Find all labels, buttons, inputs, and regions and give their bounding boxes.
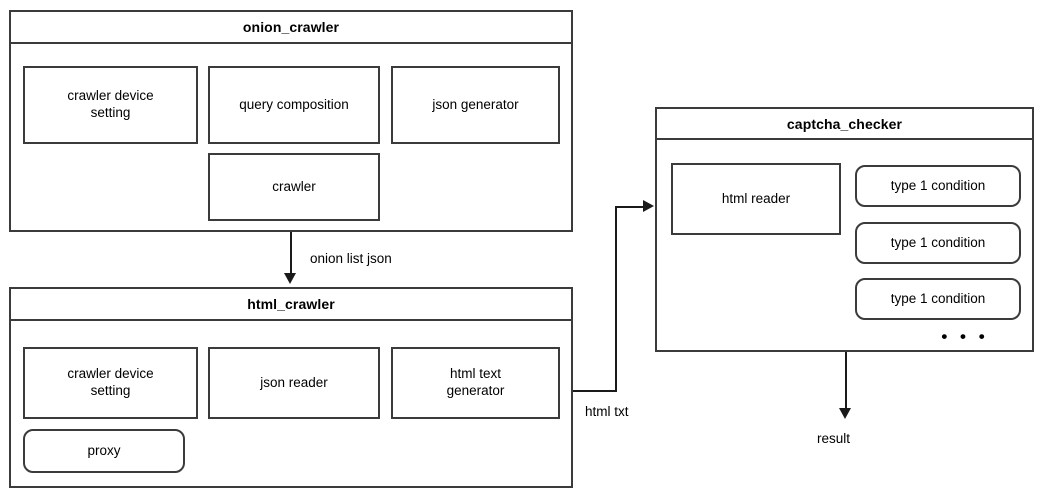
condition-list-ellipsis: • • • <box>941 327 989 346</box>
edge-html-to-captcha-segment-up <box>615 206 617 392</box>
node-json-reader[interactable]: json reader <box>208 347 380 419</box>
edge-captcha-to-result-label: result <box>817 431 851 446</box>
edge-html-to-captcha-arrowhead <box>643 200 654 212</box>
edge-captcha-to-result-line <box>845 352 847 409</box>
module-captcha-checker-header: captcha_checker <box>657 109 1032 140</box>
module-onion-crawler-body: crawler device setting query composition… <box>11 44 571 230</box>
node-html-text-generator[interactable]: html text generator <box>391 347 560 419</box>
edge-onion-to-html-arrowhead <box>284 273 296 284</box>
edge-onion-to-html-label: onion list json <box>310 251 392 266</box>
node-html-reader[interactable]: html reader <box>671 163 841 235</box>
node-crawler[interactable]: crawler <box>208 153 380 221</box>
edge-html-to-captcha-segment-in <box>615 206 645 208</box>
node-type-1-condition-2[interactable]: type 1 condition <box>855 222 1021 264</box>
node-crawler-device-setting-onion[interactable]: crawler device setting <box>23 66 198 144</box>
edge-onion-to-html-line <box>290 232 292 273</box>
module-html-crawler[interactable]: html_crawler crawler device setting json… <box>9 287 573 488</box>
node-crawler-device-setting-html[interactable]: crawler device setting <box>23 347 198 419</box>
module-captcha-checker-body: html reader type 1 condition type 1 cond… <box>657 140 1032 350</box>
edge-html-to-captcha-label: html txt <box>585 404 629 419</box>
edge-captcha-to-result-arrowhead <box>839 408 851 419</box>
module-html-crawler-body: crawler device setting json reader html … <box>11 321 571 486</box>
module-html-crawler-header: html_crawler <box>11 289 571 321</box>
node-proxy[interactable]: proxy <box>23 429 185 473</box>
node-type-1-condition-3[interactable]: type 1 condition <box>855 278 1021 320</box>
module-captcha-checker[interactable]: captcha_checker html reader type 1 condi… <box>655 107 1034 352</box>
edge-html-to-captcha-segment-out <box>573 390 617 392</box>
module-onion-crawler-header: onion_crawler <box>11 12 571 44</box>
node-query-composition[interactable]: query composition <box>208 66 380 144</box>
node-json-generator[interactable]: json generator <box>391 66 560 144</box>
module-html-crawler-title: html_crawler <box>247 296 335 312</box>
node-type-1-condition-1[interactable]: type 1 condition <box>855 165 1021 207</box>
module-captcha-checker-title: captcha_checker <box>786 115 903 132</box>
module-onion-crawler-title: onion_crawler <box>242 19 340 35</box>
module-onion-crawler[interactable]: onion_crawler crawler device setting que… <box>9 10 573 232</box>
